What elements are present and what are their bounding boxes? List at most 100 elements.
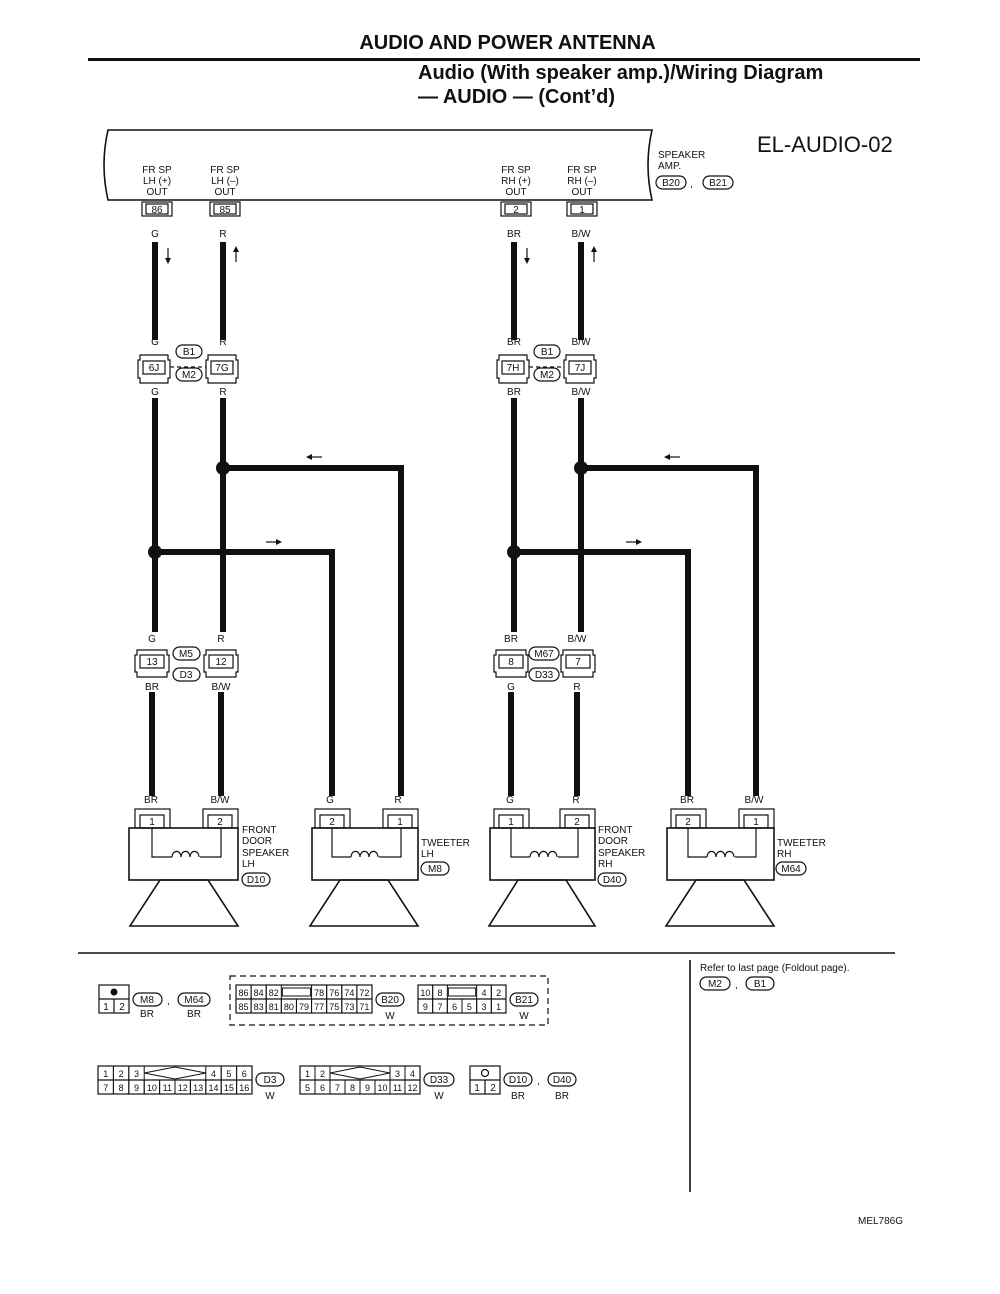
svg-text:BR: BR bbox=[511, 1091, 525, 1102]
svg-text:G: G bbox=[326, 795, 334, 806]
diagram-subtitle: Audio (With speaker amp.)/Wiring Diagram bbox=[418, 62, 824, 84]
svg-text:2: 2 bbox=[119, 1002, 125, 1013]
svg-text:R: R bbox=[217, 634, 224, 645]
pin-number: 1 bbox=[496, 1002, 501, 1012]
pin-number: 2 bbox=[119, 1069, 124, 1079]
svg-text:2: 2 bbox=[574, 817, 580, 828]
svg-text:OUT: OUT bbox=[214, 187, 235, 198]
pin-number: 78 bbox=[314, 988, 324, 998]
svg-text:1: 1 bbox=[753, 817, 759, 828]
pin-number: 7 bbox=[103, 1083, 108, 1093]
svg-text:R: R bbox=[573, 682, 580, 693]
door-connector-left: G R 13 12 M5 D3 BR B/W bbox=[134, 634, 239, 693]
svg-text:R: R bbox=[572, 795, 579, 806]
svg-text:D33: D33 bbox=[535, 670, 554, 681]
pin-number: 79 bbox=[299, 1002, 309, 1012]
pin-number: 5 bbox=[226, 1069, 231, 1079]
amp-label-1: SPEAKER bbox=[658, 150, 705, 161]
pin-number: 72 bbox=[359, 988, 369, 998]
tweeter-lh-branch bbox=[148, 461, 404, 796]
pin-number: 8 bbox=[350, 1083, 355, 1093]
connector-key bbox=[144, 1066, 206, 1080]
svg-text:1: 1 bbox=[149, 817, 155, 828]
svg-text:RH (–): RH (–) bbox=[567, 176, 596, 187]
legend-amp-connector-group bbox=[229, 975, 549, 1026]
wire-rh-minus bbox=[574, 242, 584, 796]
amp-terminal-lh-minus: FR SP LH (–) OUT bbox=[210, 165, 240, 198]
connector-key bbox=[329, 1066, 391, 1080]
svg-text:G: G bbox=[507, 682, 515, 693]
pin-number: 12 bbox=[178, 1083, 188, 1093]
pin-number: 3 bbox=[134, 1069, 139, 1079]
pin-number: 80 bbox=[284, 1002, 294, 1012]
svg-text:G: G bbox=[151, 337, 159, 348]
pin-number: 11 bbox=[393, 1083, 402, 1093]
svg-text:B20: B20 bbox=[381, 995, 399, 1006]
svg-text:RH: RH bbox=[598, 859, 612, 870]
svg-text:M2: M2 bbox=[708, 979, 722, 990]
pin-number: 10 bbox=[377, 1083, 387, 1093]
pin-number: 6 bbox=[320, 1083, 325, 1093]
wire-color-label: B/W bbox=[572, 229, 591, 240]
svg-text:SPEAKER: SPEAKER bbox=[598, 848, 645, 859]
legend-connector-d10-d40: 1 2 D10 , D40 BR BR bbox=[469, 1065, 577, 1102]
svg-text:TWEETER: TWEETER bbox=[421, 838, 470, 849]
svg-text:B/W: B/W bbox=[211, 795, 230, 806]
pin-number: 6 bbox=[242, 1069, 247, 1079]
pin-number: 77 bbox=[314, 1002, 324, 1012]
pin-number: 4 bbox=[410, 1069, 415, 1079]
svg-text:85: 85 bbox=[219, 205, 231, 216]
pin-cell bbox=[404, 1079, 421, 1095]
svg-text:1: 1 bbox=[103, 1002, 109, 1013]
svg-text:M5: M5 bbox=[179, 649, 193, 660]
svg-text:,: , bbox=[690, 179, 693, 190]
svg-text:12: 12 bbox=[215, 657, 227, 668]
svg-text:8: 8 bbox=[508, 657, 514, 668]
pin-number: 1 bbox=[103, 1069, 108, 1079]
pin-number: 15 bbox=[224, 1083, 234, 1093]
svg-text:7: 7 bbox=[575, 657, 581, 668]
pin-number: 73 bbox=[344, 1002, 354, 1012]
pin-number: 12 bbox=[407, 1083, 417, 1093]
svg-text:D3: D3 bbox=[180, 670, 193, 681]
svg-text:R: R bbox=[219, 337, 226, 348]
pin-number: 6 bbox=[452, 1002, 457, 1012]
svg-text:LH: LH bbox=[421, 849, 434, 860]
svg-text:,: , bbox=[537, 1076, 540, 1087]
pin-cell bbox=[490, 998, 507, 1014]
svg-text:W: W bbox=[434, 1091, 444, 1102]
legend-connector-m8-m64: 1 2 M8 , M64 BR BR bbox=[98, 984, 211, 1020]
pin-number: 11 bbox=[163, 1083, 172, 1093]
figure-code: MEL786G bbox=[858, 1216, 903, 1227]
pin-number: 5 bbox=[305, 1083, 310, 1093]
svg-text:TWEETER: TWEETER bbox=[777, 838, 826, 849]
pin-number: 7 bbox=[335, 1083, 340, 1093]
pin-number: 86 bbox=[239, 988, 249, 998]
tweeter-lh: G R 2 1 TWEETER LH M8 bbox=[308, 795, 470, 927]
svg-text:RH (+): RH (+) bbox=[501, 176, 531, 187]
amp-pin-86: 86 bbox=[141, 201, 173, 217]
svg-text:D10: D10 bbox=[509, 1075, 528, 1086]
pin-number: 76 bbox=[329, 988, 339, 998]
svg-text:B/W: B/W bbox=[745, 795, 764, 806]
svg-text:DOOR: DOOR bbox=[242, 836, 272, 847]
svg-text:M2: M2 bbox=[540, 370, 554, 381]
svg-text:Refer to last page (Foldout pa: Refer to last page (Foldout page). bbox=[700, 963, 850, 974]
pin-number: 8 bbox=[119, 1083, 124, 1093]
svg-text:RH: RH bbox=[777, 849, 791, 860]
svg-text:B/W: B/W bbox=[572, 387, 591, 398]
amp-terminal-lh-plus: FR SP LH (+) OUT bbox=[142, 165, 172, 198]
svg-text:BR: BR bbox=[145, 682, 159, 693]
page-title: AUDIO AND POWER ANTENNA bbox=[359, 32, 656, 54]
flow-arrow-icon bbox=[165, 246, 680, 545]
diagram-code: EL-AUDIO-02 bbox=[757, 132, 893, 157]
svg-text:G: G bbox=[151, 387, 159, 398]
pin-number: 74 bbox=[344, 988, 354, 998]
pin-cell bbox=[356, 998, 373, 1014]
amp-pin-2: 2 bbox=[500, 201, 532, 217]
svg-text:B21: B21 bbox=[709, 178, 727, 189]
